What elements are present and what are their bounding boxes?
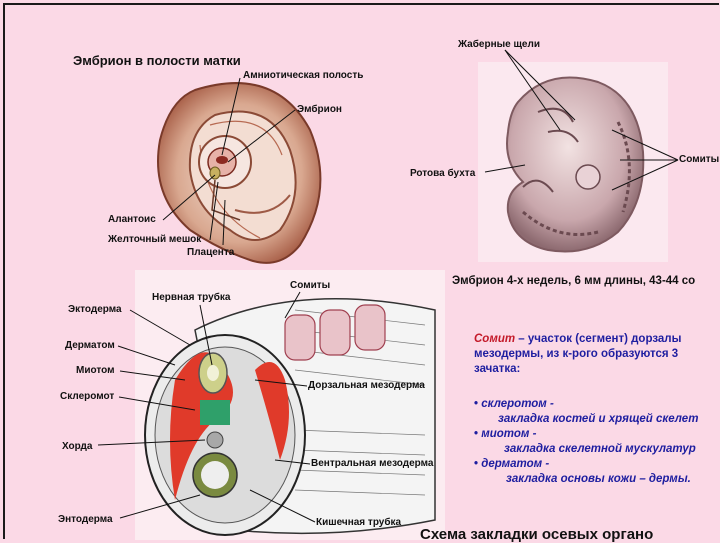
- list-item: • дерматом -: [474, 457, 698, 472]
- list-item: • миотом -: [474, 427, 698, 442]
- label-sclerotome: Склеромот: [60, 391, 114, 402]
- somite-definition: Сомит – участок (сегмент) дорзалы мезоде…: [474, 332, 681, 377]
- rudiments-list: • склеротом - закладка костей и хрящей с…: [474, 397, 698, 487]
- bottom-title: Схема закладки осевых органо: [420, 526, 653, 543]
- definition-line3: зачатка:: [474, 362, 681, 377]
- label-somites-section: Сомиты: [290, 280, 330, 291]
- list-item-desc: закладка основы кожи – дермы.: [474, 472, 698, 487]
- label-myotome: Миотом: [76, 365, 114, 376]
- definition-line1: – участок (сегмент) дорзалы: [515, 333, 681, 345]
- label-ventral-mesoderm: Вентральная мезодерма: [311, 458, 433, 469]
- list-item-desc: закладка костей и хрящей скелет: [474, 412, 698, 427]
- label-dermatome: Дерматом: [65, 340, 115, 351]
- label-endoderm: Энтодерма: [58, 514, 113, 525]
- list-item-desc: закладка скелетной мускулатур: [474, 442, 698, 457]
- definition-term: Сомит: [474, 333, 515, 345]
- label-dorsal-mesoderm: Дорзальная мезодерма: [308, 380, 425, 391]
- definition-line2: мезодермы, из к-рого образуются 3: [474, 347, 681, 362]
- label-ectoderm: Эктодерма: [68, 304, 122, 315]
- list-item: • склеротом -: [474, 397, 698, 412]
- label-gut-tube: Кишечная трубка: [316, 517, 401, 528]
- label-neural-tube: Нервная трубка: [152, 292, 230, 303]
- label-notochord: Хорда: [62, 441, 92, 452]
